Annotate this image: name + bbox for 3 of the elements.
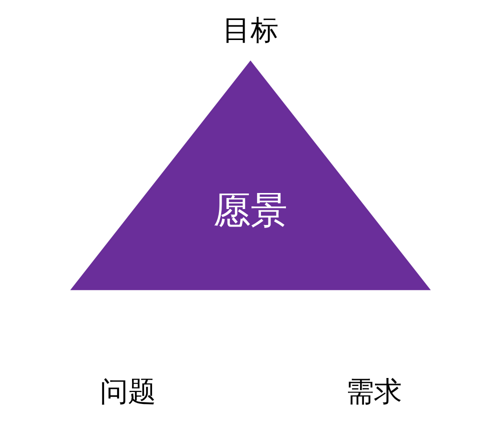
label: 目标 xyxy=(222,14,278,47)
label: 问题 xyxy=(100,375,156,408)
label: 需求 xyxy=(345,375,402,408)
